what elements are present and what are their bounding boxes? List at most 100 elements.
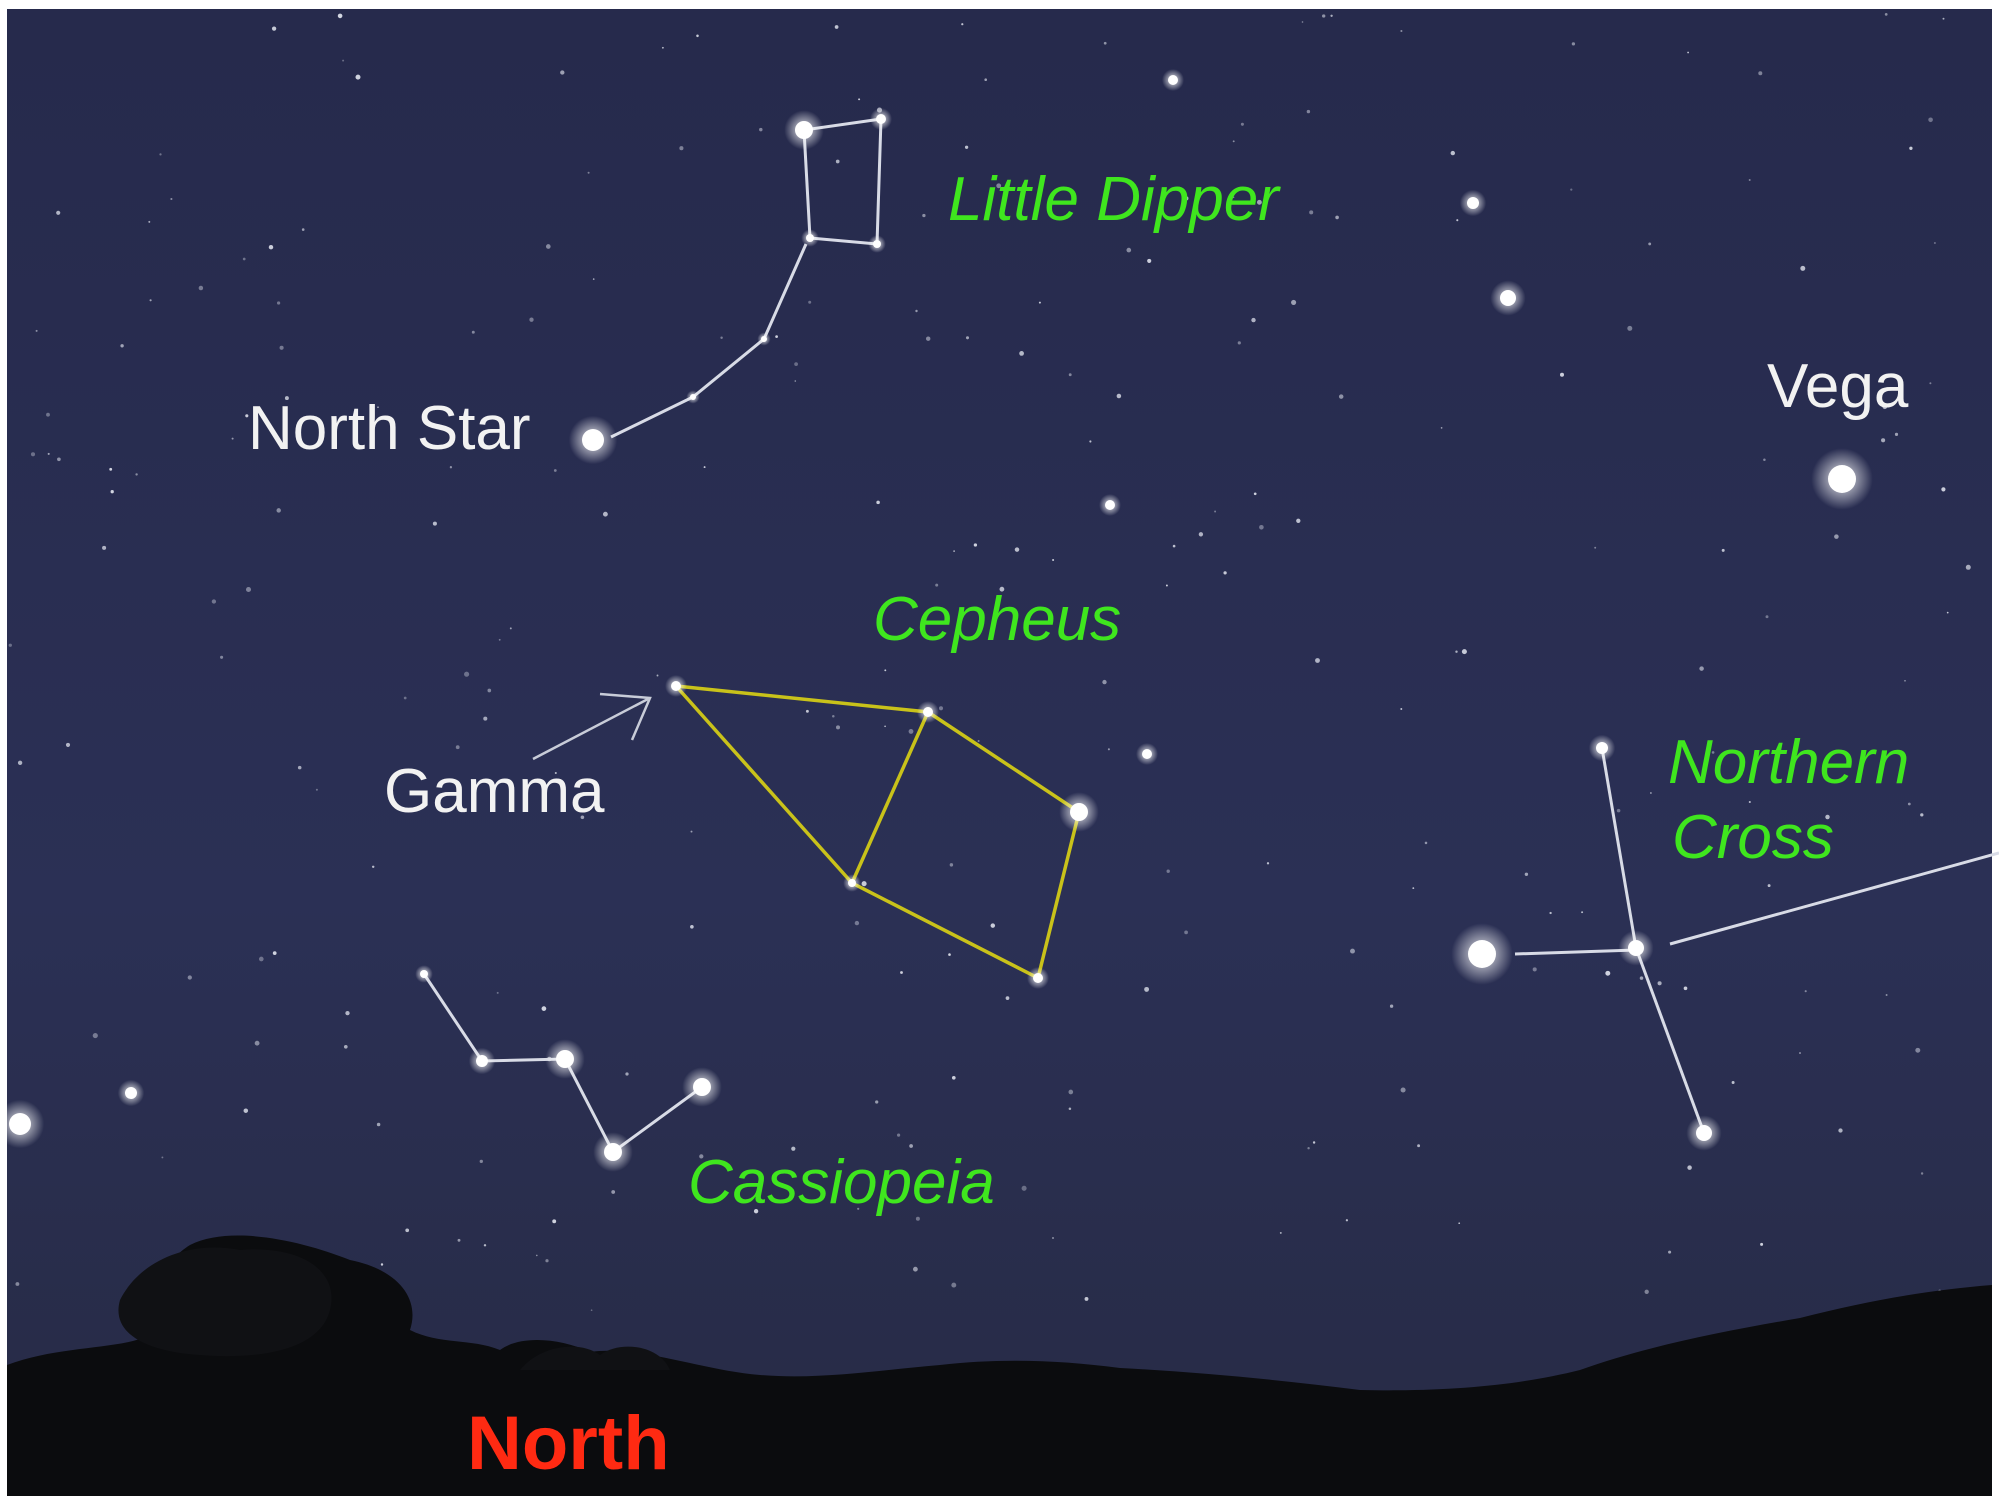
background-star (1456, 219, 1459, 222)
background-star (794, 362, 798, 366)
background-star (479, 1159, 483, 1164)
background-star (1338, 394, 1344, 399)
background-star (602, 511, 608, 517)
background-star (948, 953, 951, 956)
background-star (245, 414, 249, 418)
star-icon (1168, 75, 1178, 85)
background-star (1005, 996, 1010, 1000)
background-star (884, 725, 886, 728)
star-icon (923, 707, 933, 717)
star-icon (848, 879, 856, 887)
background-star (1799, 1052, 1801, 1054)
background-star (580, 815, 585, 820)
vega-icon (1828, 465, 1856, 493)
background-star (1103, 41, 1107, 45)
background-star (1147, 258, 1152, 263)
background-star (1933, 241, 1936, 245)
background-star (1458, 1222, 1461, 1225)
background-star (915, 1216, 920, 1221)
background-star (376, 1122, 381, 1127)
background-star (775, 335, 778, 338)
background-star (258, 956, 264, 962)
background-star (1711, 751, 1715, 754)
background-star (1455, 650, 1458, 653)
background-star (1279, 1231, 1282, 1234)
background-star (102, 545, 107, 550)
background-star (690, 924, 694, 929)
background-star (1116, 393, 1122, 399)
background-star (884, 669, 887, 672)
star-icon (873, 240, 881, 248)
background-star (1214, 510, 1217, 513)
background-star (529, 317, 534, 322)
northern-cross-lines (1514, 747, 1999, 1134)
background-star (148, 220, 151, 223)
background-star (1804, 990, 1807, 993)
background-star (897, 1133, 901, 1137)
star-icon (556, 1050, 574, 1068)
background-star (1627, 325, 1633, 331)
background-star (92, 1033, 98, 1039)
background-star (1052, 558, 1055, 562)
star-icon (125, 1087, 137, 1099)
background-star (276, 301, 281, 305)
background-star (592, 278, 595, 280)
background-star (284, 396, 289, 401)
background-star (1929, 382, 1932, 385)
background-star (271, 26, 277, 31)
background-star (1296, 518, 1301, 523)
background-star (1068, 373, 1072, 377)
background-star (355, 74, 361, 80)
background-star (371, 865, 375, 869)
background-star (973, 543, 978, 547)
background-star (1763, 458, 1766, 462)
background-star (996, 183, 1002, 189)
background-star (1699, 666, 1704, 671)
background-star (1322, 14, 1326, 18)
background-star (1915, 1047, 1921, 1053)
background-star (1594, 546, 1597, 549)
background-star (1687, 1165, 1692, 1170)
cepheus-label: Cepheus (873, 585, 1121, 654)
background-star (1400, 1087, 1406, 1093)
background-star (509, 627, 512, 630)
background-star (268, 244, 274, 250)
background-star (554, 771, 557, 775)
star-icon (761, 336, 767, 342)
background-star (135, 473, 138, 476)
background-star (1166, 869, 1170, 873)
background-star (1668, 1250, 1672, 1254)
background-star (254, 1040, 260, 1046)
background-star (1894, 432, 1899, 436)
background-star (1648, 242, 1652, 246)
star-icon (1696, 1125, 1712, 1141)
background-star (1687, 51, 1689, 54)
north-star-icon (582, 429, 604, 451)
background-star (805, 709, 809, 713)
background-star (1650, 792, 1652, 794)
background-star (915, 309, 918, 313)
background-star (405, 1228, 410, 1233)
background-star (220, 655, 224, 659)
background-star (1965, 564, 1971, 570)
background-star (1068, 1107, 1072, 1111)
star-icon (1142, 749, 1152, 759)
background-star (276, 508, 281, 513)
background-star (1884, 13, 1888, 16)
background-star (211, 599, 217, 604)
background-star (1330, 14, 1333, 17)
background-star (1581, 911, 1584, 914)
background-star (1184, 196, 1189, 201)
background-star (1172, 544, 1176, 548)
star-icon (420, 970, 428, 978)
background-star (47, 452, 50, 455)
background-star (949, 863, 954, 867)
background-star (1084, 1296, 1089, 1301)
background-star (753, 1209, 759, 1214)
background-star (1881, 438, 1886, 443)
background-star (925, 336, 931, 341)
background-star (832, 715, 835, 718)
background-star (343, 1044, 348, 1049)
background-star (272, 951, 277, 955)
